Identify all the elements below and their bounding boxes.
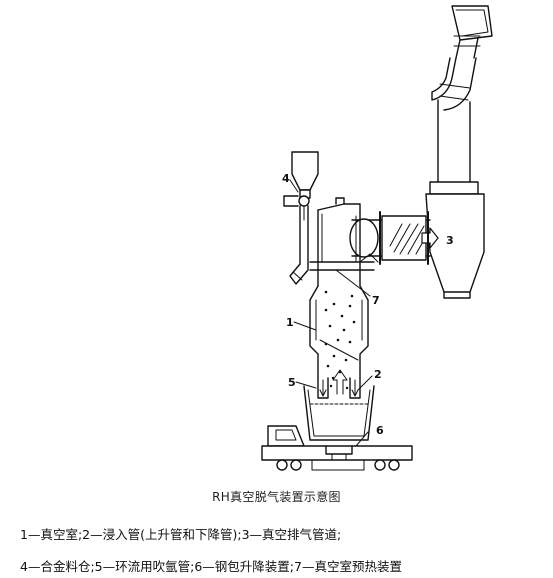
exhaust-duct [349, 5, 493, 299]
ladle [303, 385, 375, 441]
snorkels [317, 369, 361, 399]
label-1: 1 [286, 316, 294, 329]
legend-line-1: 1—真空室;2—浸入管(上升管和下降管);3—真空排气管道; [20, 527, 342, 542]
label-6: 6 [376, 424, 384, 437]
label-5: 5 [288, 376, 296, 389]
ladle-car [261, 425, 413, 471]
legend-line-2: 4—合金料仓;5—环流用吹氩管;6—钢包升降装置;7—真空室预热装置 [20, 559, 402, 574]
alloy-hopper [283, 151, 319, 285]
label-4: 4 [282, 172, 290, 185]
labels: 1 2 3 4 5 6 7 [282, 172, 454, 437]
leader-lines [289, 179, 373, 447]
rh-degasser-diagram: 1 2 3 4 5 6 7 [261, 5, 493, 471]
label-2: 2 [374, 368, 382, 381]
figure-caption: RH真空脱气装置示意图 [212, 490, 341, 504]
label-7: 7 [372, 294, 380, 307]
label-3: 3 [446, 234, 454, 247]
vacuum-vessel [309, 197, 379, 379]
